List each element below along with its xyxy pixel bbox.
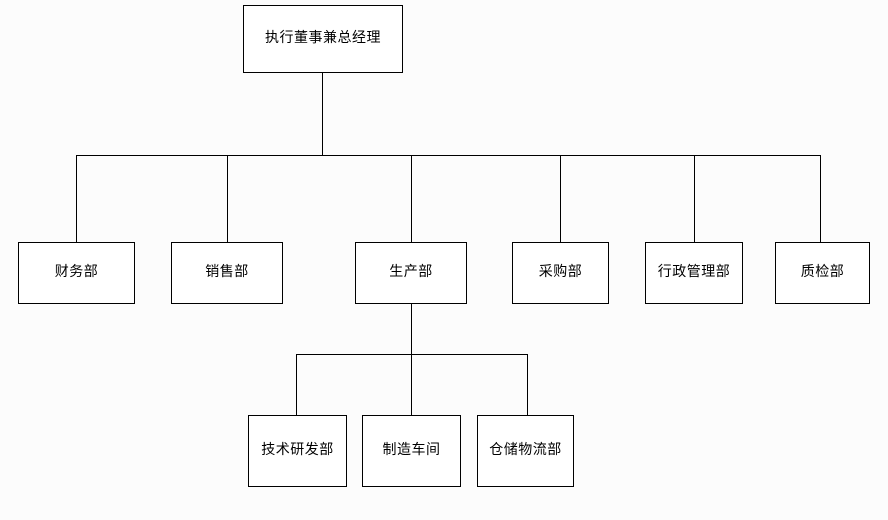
connector-drop-administration [694, 155, 695, 242]
connector-drop-production [411, 155, 412, 242]
node-warehouse-logistics-department[interactable]: 仓储物流部 [477, 415, 574, 487]
node-rnd-department[interactable]: 技术研发部 [248, 415, 347, 487]
node-label: 财务部 [54, 264, 99, 281]
connector-drop-workshop [411, 354, 412, 415]
node-label: 技术研发部 [261, 442, 334, 459]
node-executive-director[interactable]: 执行董事兼总经理 [243, 5, 403, 73]
connector-drop-purchasing [560, 155, 561, 242]
node-label: 行政管理部 [657, 264, 731, 281]
connector-drop-warehouse [527, 354, 528, 415]
node-manufacturing-workshop[interactable]: 制造车间 [362, 415, 461, 487]
node-purchasing-department[interactable]: 采购部 [512, 242, 609, 304]
connector-drop-sales [227, 155, 228, 242]
connector-production-stem [411, 304, 412, 354]
node-administration-department[interactable]: 行政管理部 [645, 242, 743, 304]
node-finance-department[interactable]: 财务部 [18, 242, 135, 304]
node-production-department[interactable]: 生产部 [355, 242, 467, 304]
node-label: 执行董事兼总经理 [265, 30, 381, 47]
connector-drop-rnd [296, 354, 297, 415]
connector-main-bus [76, 155, 820, 156]
node-label: 采购部 [538, 264, 583, 281]
node-sales-department[interactable]: 销售部 [171, 242, 283, 304]
connector-root-stem [322, 73, 323, 155]
node-label: 制造车间 [382, 442, 441, 459]
node-label: 生产部 [389, 264, 433, 281]
connector-drop-quality [820, 155, 821, 242]
node-label: 销售部 [205, 264, 249, 281]
node-label: 质检部 [800, 264, 845, 281]
node-label: 仓储物流部 [489, 442, 562, 459]
connector-drop-finance [76, 155, 77, 242]
node-quality-inspection-department[interactable]: 质检部 [775, 242, 870, 304]
